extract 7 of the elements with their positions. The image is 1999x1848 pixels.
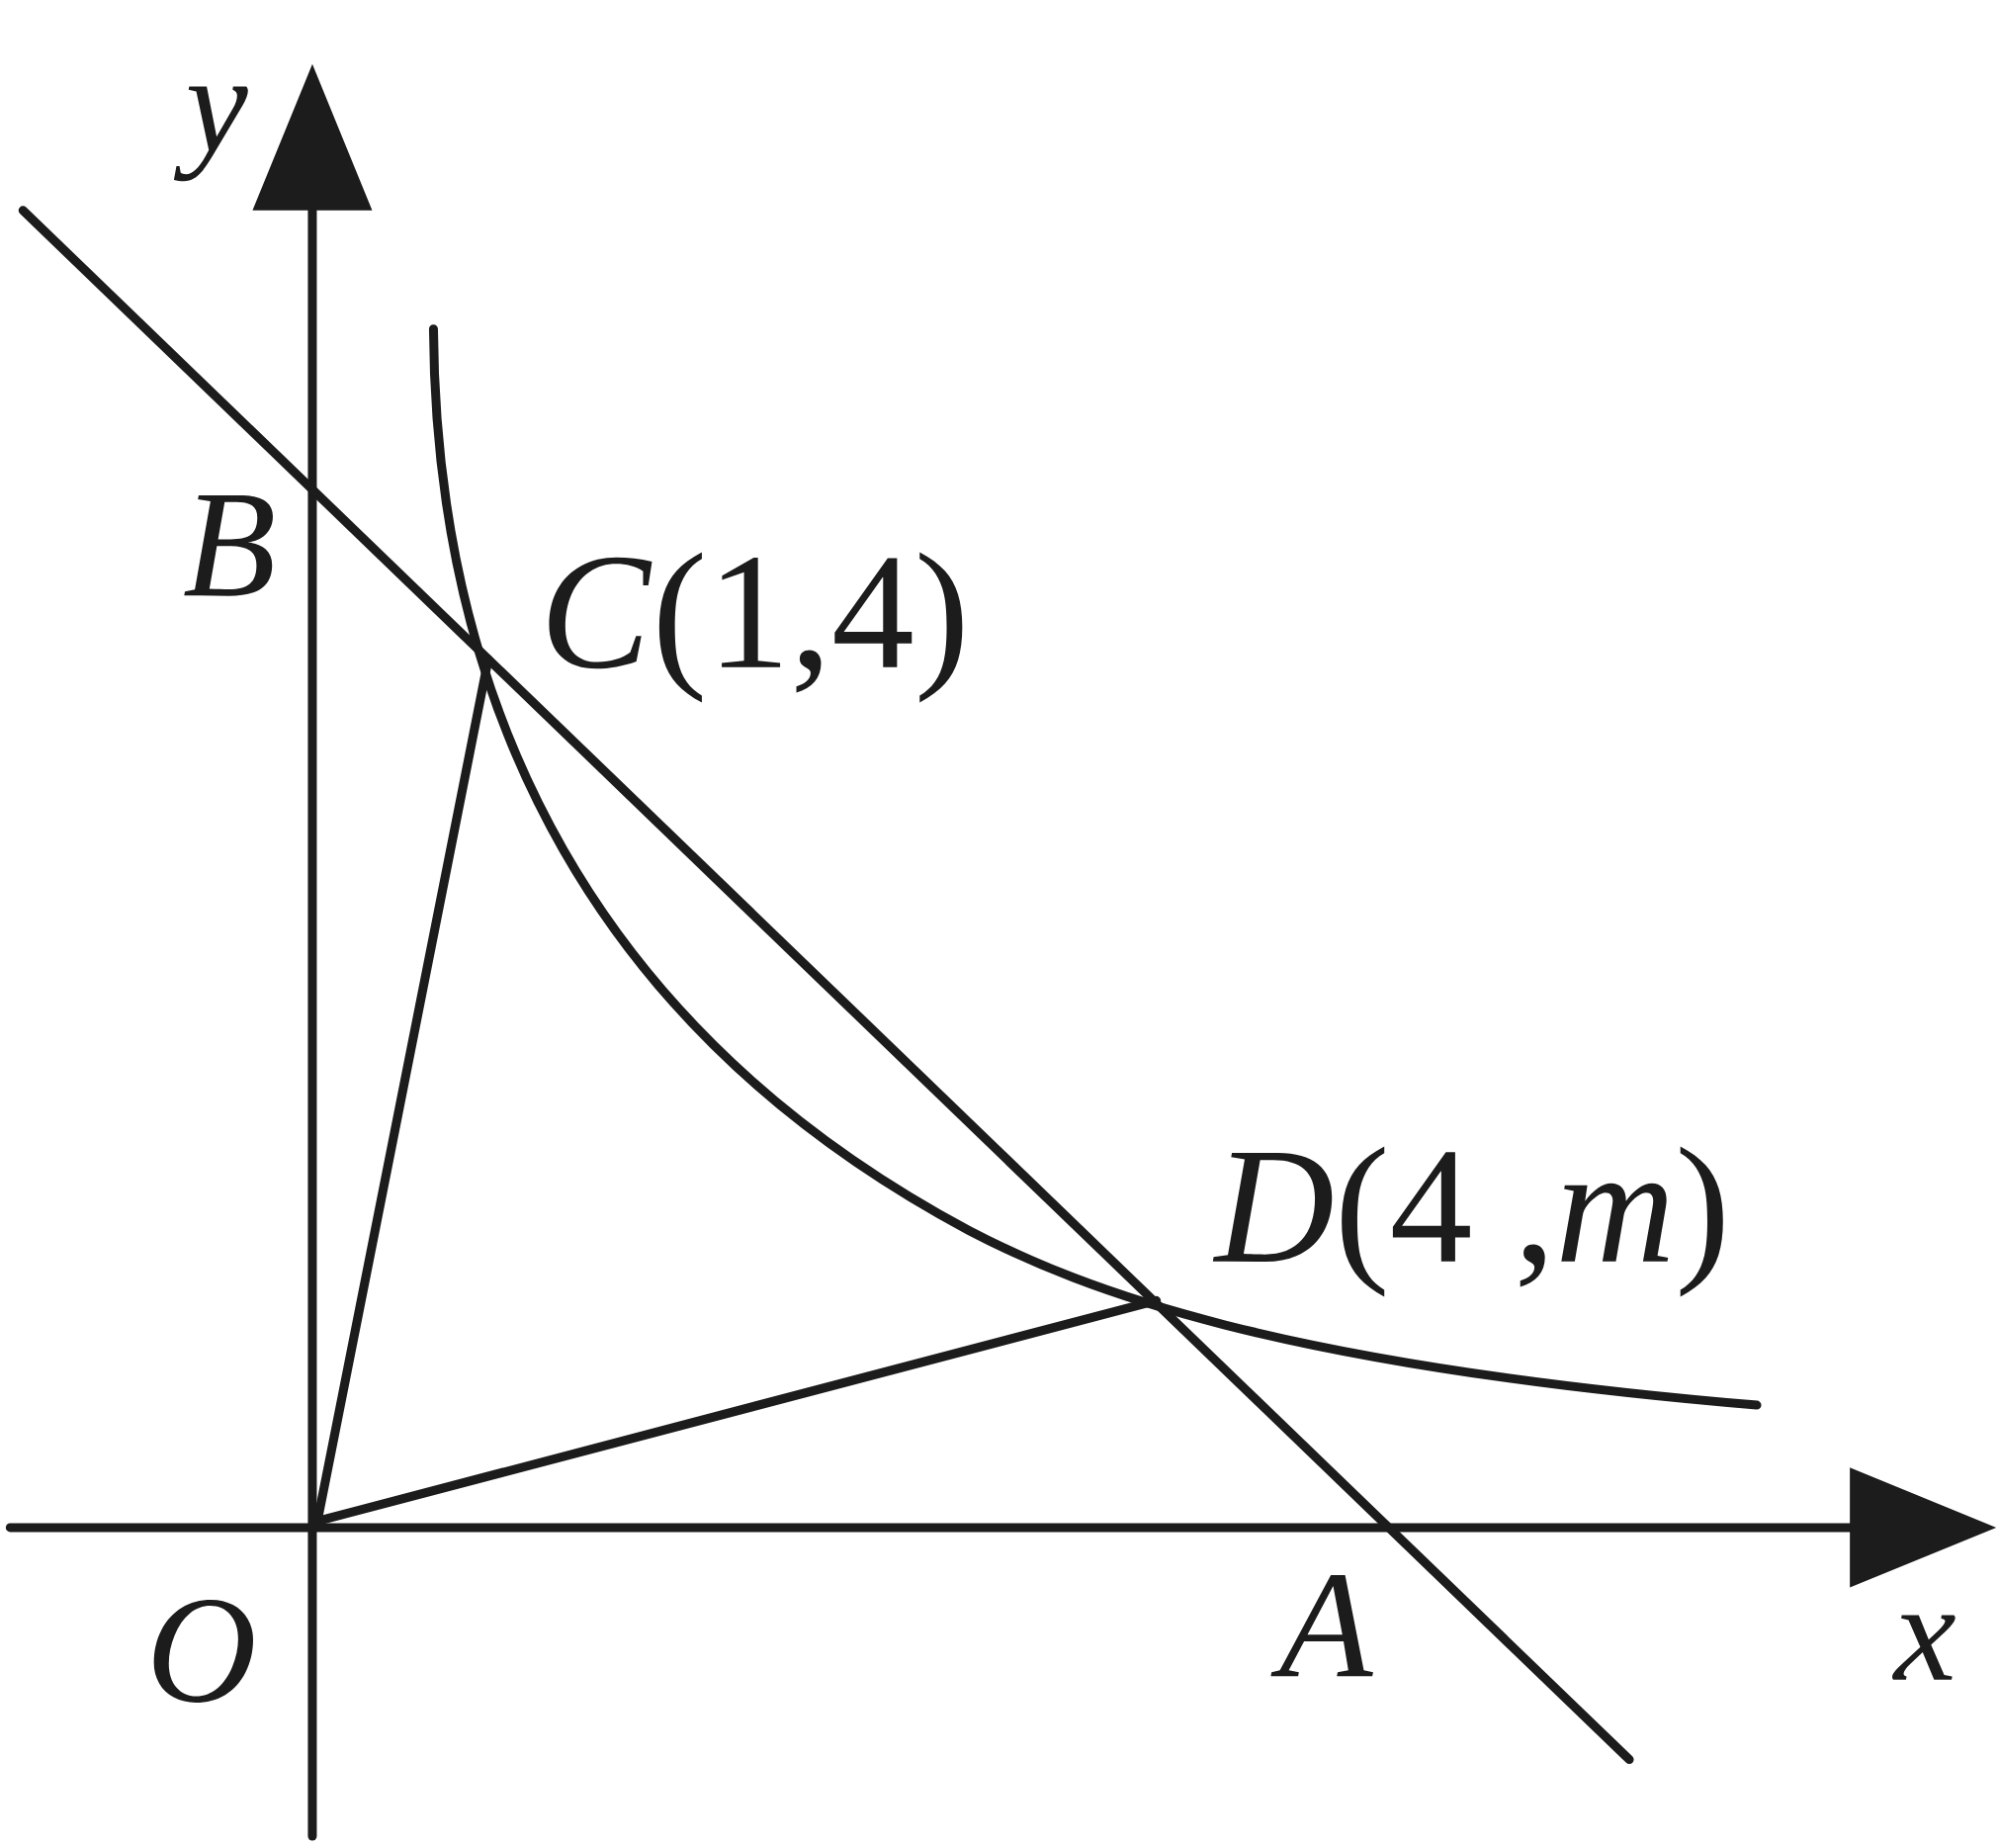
point-label: B <box>184 495 273 597</box>
axis-label: x <box>1892 1615 1956 1680</box>
point-label: C(1,4) <box>549 552 963 703</box>
axis-label: y <box>173 86 248 182</box>
point-label: A <box>1270 1575 1373 1677</box>
point-label: D(4 ,m) <box>1212 1146 1723 1297</box>
point-label: O <box>153 1600 253 1704</box>
